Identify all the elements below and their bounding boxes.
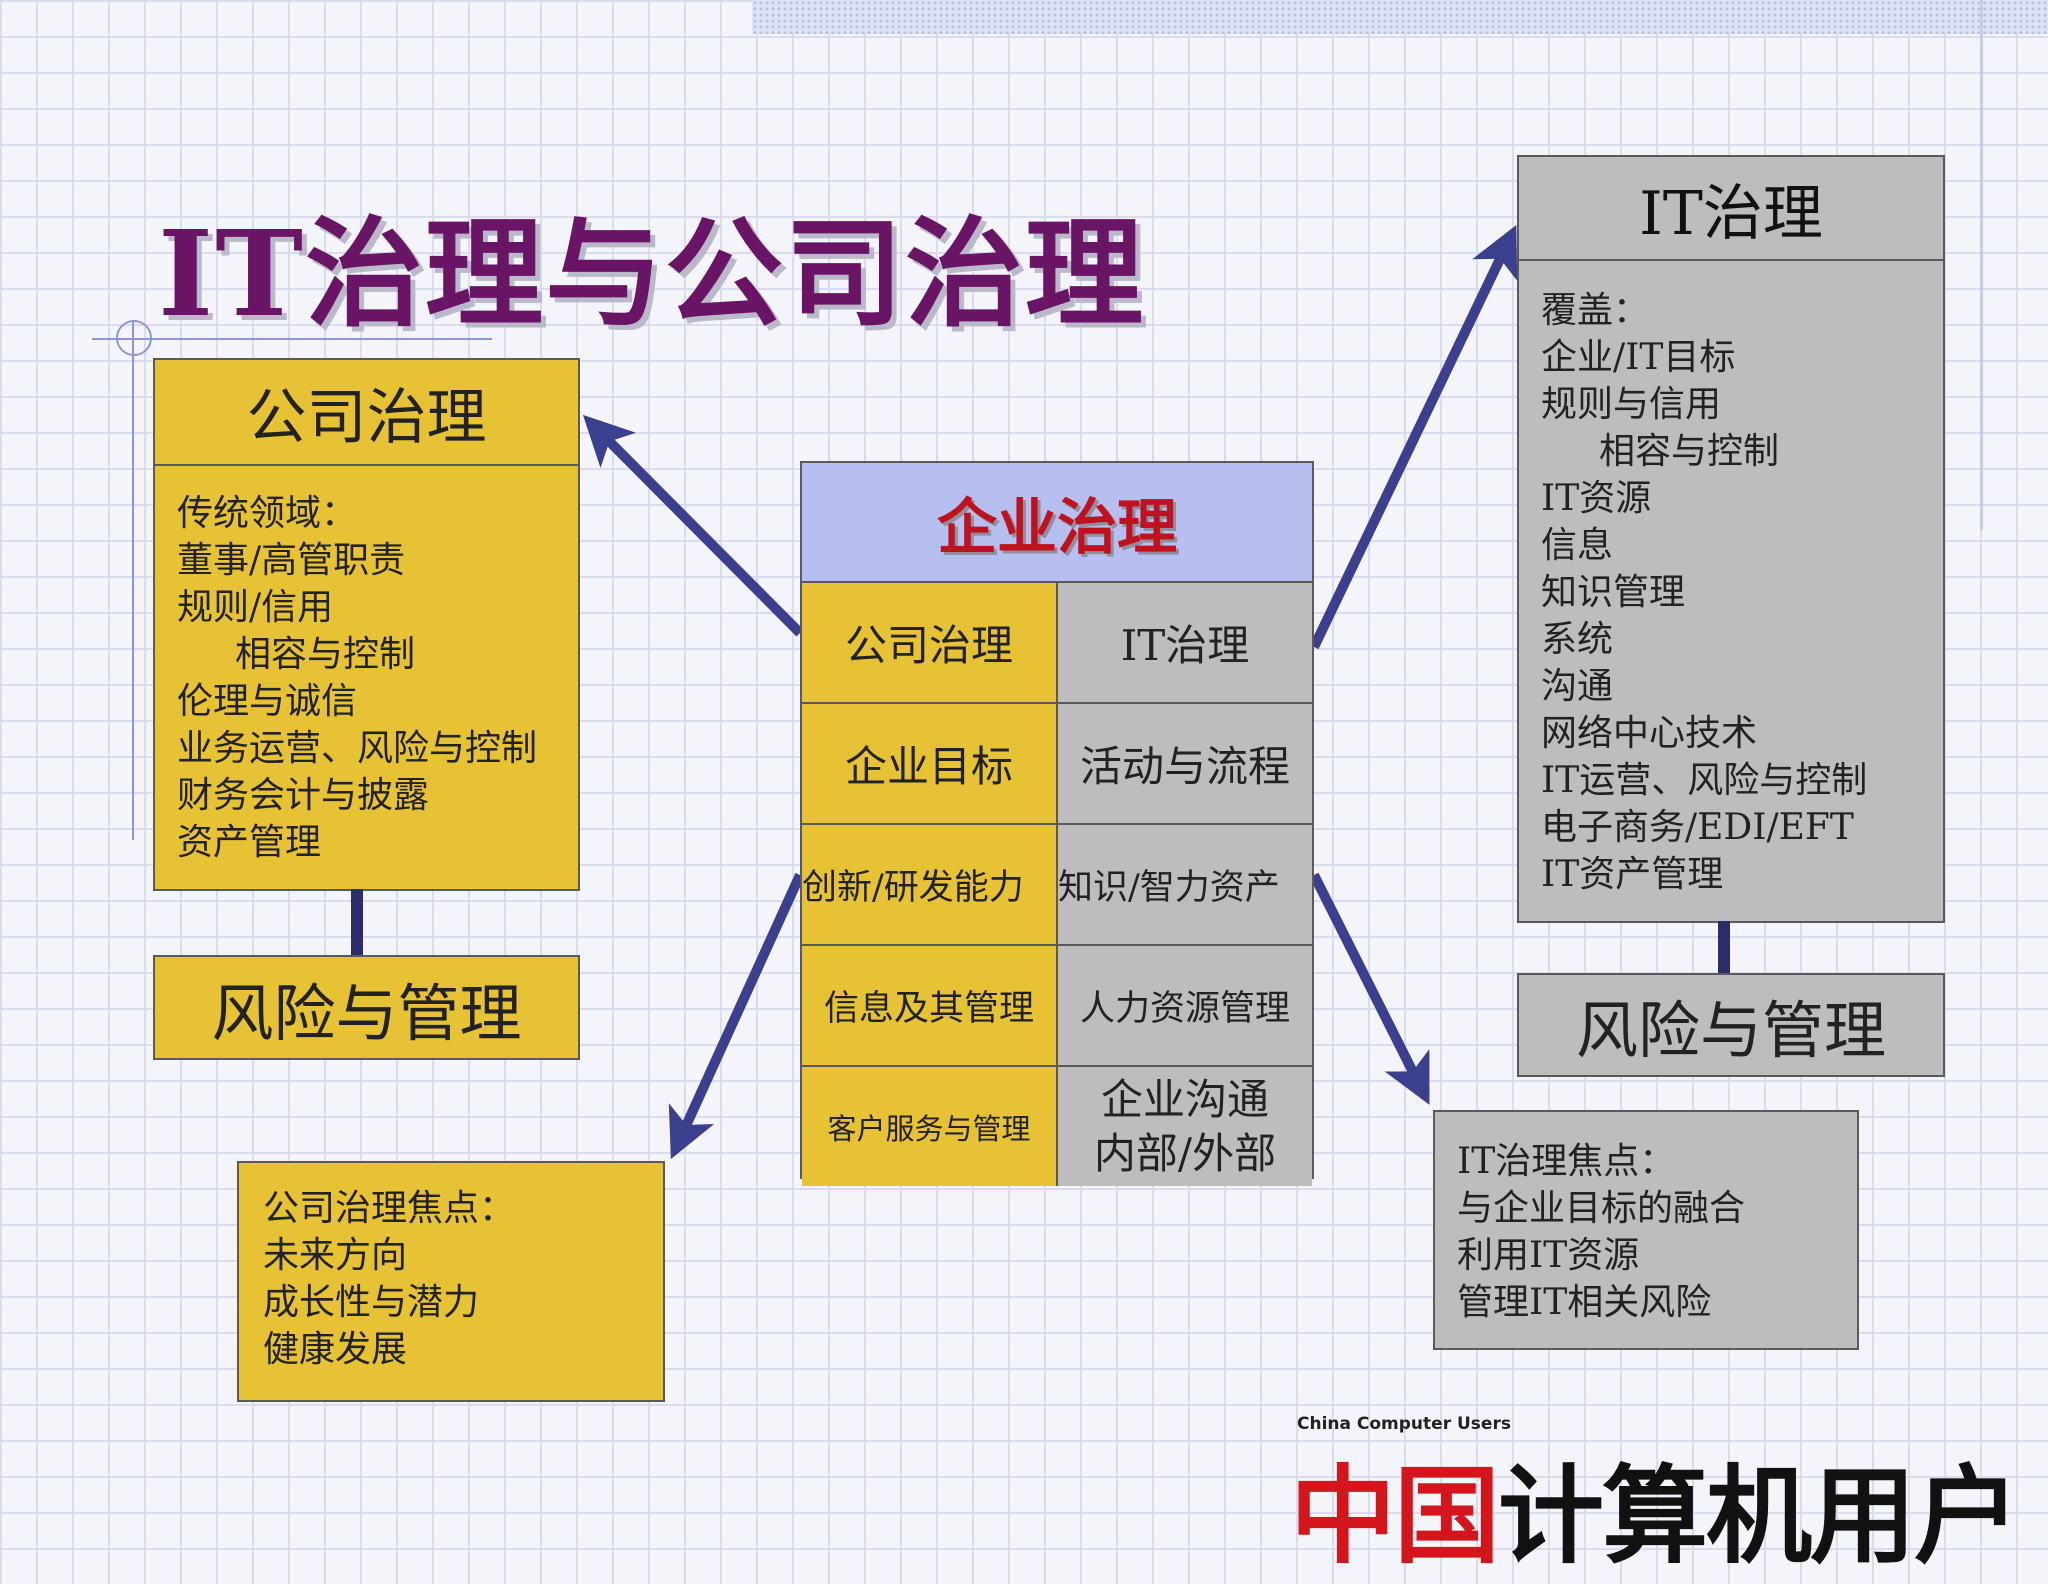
arrow-to-corporate-governance xyxy=(582,414,804,637)
it-focus-box: IT治理焦点： 与企业目标的融合 利用IT资源 管理IT相关风险 xyxy=(1433,1110,1859,1350)
table-cell: 公司治理 xyxy=(802,583,1058,702)
it-risk-connector xyxy=(1718,921,1730,973)
list-item: 财务会计与披露 xyxy=(177,775,430,816)
table-row: 公司治理 IT治理 xyxy=(802,583,1312,704)
list-item: 信息 xyxy=(1541,525,1614,566)
list-item: 电子商务/EDI/EFT xyxy=(1541,807,1854,848)
table-row: 客户服务与管理 企业沟通 内部/外部 xyxy=(802,1067,1312,1186)
right-decorative-line xyxy=(1980,0,1983,530)
logo: 中国计算机用户 xyxy=(1290,1430,2020,1584)
arrow-to-corporate-focus xyxy=(668,872,805,1160)
it-governance-header: IT治理 xyxy=(1519,157,1943,261)
slide-title: IT治理与公司治理 xyxy=(158,204,1146,343)
enterprise-governance-table: 企业治理 公司治理 IT治理 企业目标 活动与流程 创新/研发能力 知识/智力资… xyxy=(800,461,1314,1186)
list-item: 沟通 xyxy=(1541,666,1614,707)
list-item: 相容与控制 xyxy=(235,634,416,675)
list-item: 与企业目标的融合 xyxy=(1457,1188,1746,1229)
list-item: IT治理焦点： xyxy=(1457,1141,1676,1182)
arrows-layer xyxy=(582,224,1518,1160)
list-item: 企业/IT目标 xyxy=(1541,337,1736,378)
table-cell: 企业沟通 内部/外部 xyxy=(1058,1067,1312,1186)
list-item: IT资源 xyxy=(1541,478,1652,519)
list-item: 知识管理 xyxy=(1541,572,1686,613)
crosshair-horizontal-line xyxy=(92,338,492,340)
list-item: 相容与控制 xyxy=(1599,431,1780,472)
list-item: 未来方向 xyxy=(263,1235,408,1276)
crosshair-vertical-line xyxy=(132,320,134,840)
list-item: 覆盖： xyxy=(1541,290,1650,331)
corporate-focus-list: 公司治理焦点： 未来方向 成长性与潜力 健康发展 xyxy=(239,1163,663,1373)
corporate-focus-box: 公司治理焦点： 未来方向 成长性与潜力 健康发展 xyxy=(237,1161,665,1402)
list-item: 管理IT相关风险 xyxy=(1457,1282,1712,1323)
list-item: 成长性与潜力 xyxy=(263,1282,480,1323)
arrow-to-it-focus xyxy=(1309,872,1430,1105)
list-item: 健康发展 xyxy=(263,1329,408,1370)
list-item: 规则/信用 xyxy=(177,587,334,628)
it-governance-box: IT治理 覆盖： 企业/IT目标 规则与信用 相容与控制 IT资源 信息 知识管… xyxy=(1517,155,1945,923)
list-item: IT资产管理 xyxy=(1541,854,1724,895)
corporate-risk-connector xyxy=(351,889,363,957)
list-item: 公司治理焦点： xyxy=(263,1188,516,1229)
table-row: 信息及其管理 人力资源管理 xyxy=(802,946,1312,1067)
table-cell: 信息及其管理 xyxy=(802,946,1058,1065)
list-item: 系统 xyxy=(1541,619,1614,660)
list-item: 伦理与诚信 xyxy=(177,681,358,722)
table-cell-line: 企业沟通 xyxy=(1100,1074,1269,1124)
list-item: 资产管理 xyxy=(177,822,322,863)
crosshair-circle xyxy=(116,320,152,356)
table-cell: 客户服务与管理 xyxy=(802,1067,1058,1186)
logo-red-text: 中国 xyxy=(1290,1455,1500,1578)
list-item: 传统领域： xyxy=(177,493,358,534)
table-cell: 人力资源管理 xyxy=(1058,946,1312,1065)
list-item: 规则与信用 xyxy=(1541,384,1722,425)
table-row: 创新/研发能力 知识/智力资产 xyxy=(802,825,1312,946)
list-item: IT运营、风险与控制 xyxy=(1541,760,1868,801)
corporate-risk-box: 风险与管理 xyxy=(153,955,580,1060)
corporate-governance-header: 公司治理 xyxy=(155,360,578,466)
list-item: 利用IT资源 xyxy=(1457,1235,1640,1276)
table-cell: 创新/研发能力 xyxy=(802,825,1058,944)
table-cell: IT治理 xyxy=(1058,583,1312,702)
list-item: 业务运营、风险与控制 xyxy=(177,728,538,769)
logo-english-text: China Computer Users xyxy=(1297,1414,1511,1434)
arrow-to-it-governance xyxy=(1309,224,1518,650)
table-cell-line: 内部/外部 xyxy=(1093,1128,1277,1178)
table-cell: 活动与流程 xyxy=(1058,704,1312,823)
list-item: 网络中心技术 xyxy=(1541,713,1758,754)
logo-black-text: 计算机用户 xyxy=(1498,1455,2020,1578)
top-decorative-band xyxy=(752,0,2048,34)
corporate-governance-list: 传统领域： 董事/高管职责 规则/信用 相容与控制 伦理与诚信 业务运营、风险与… xyxy=(155,466,578,866)
it-risk-box: 风险与管理 xyxy=(1517,973,1945,1077)
enterprise-governance-header: 企业治理 xyxy=(802,463,1312,583)
it-governance-list: 覆盖： 企业/IT目标 规则与信用 相容与控制 IT资源 信息 知识管理 系统 … xyxy=(1519,261,1943,898)
table-cell: 知识/智力资产 xyxy=(1058,825,1312,944)
it-focus-list: IT治理焦点： 与企业目标的融合 利用IT资源 管理IT相关风险 xyxy=(1435,1112,1857,1326)
table-cell: 企业目标 xyxy=(802,704,1058,823)
list-item: 董事/高管职责 xyxy=(177,540,406,581)
corporate-governance-box: 公司治理 传统领域： 董事/高管职责 规则/信用 相容与控制 伦理与诚信 业务运… xyxy=(153,358,580,891)
table-row: 企业目标 活动与流程 xyxy=(802,704,1312,825)
